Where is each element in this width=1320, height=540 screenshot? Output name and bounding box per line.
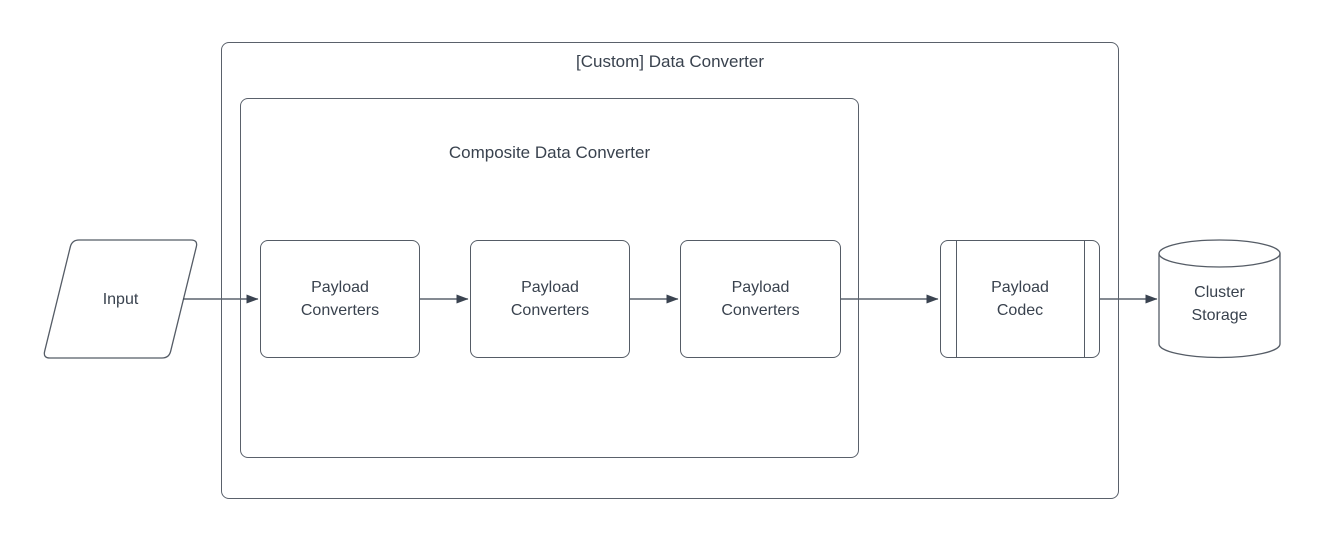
group-custom-data-converter-title: [Custom] Data Converter [575,52,764,71]
group-composite-data-converter-title: Composite Data Converter [448,143,651,162]
predefined-process-bars [956,241,1085,357]
node-payload-converters-2-label: Payload Converters [510,279,590,319]
node-payload-converters-2: Payload Converters [470,240,630,358]
node-payload-converters-1: Payload Converters [260,240,420,358]
node-payload-converters-3-label: Payload Converters [721,279,800,319]
node-payload-codec: Payload Codec [940,240,1100,358]
node-cluster-storage: Cluster Storage [1159,250,1280,358]
node-cluster-storage-label: Cluster Storage [1191,284,1248,324]
node-input: Input [50,240,191,358]
node-input-label: Input [102,290,139,308]
group-custom-data-converter [221,42,1119,499]
node-payload-converters-1-label: Payload Converters [300,279,380,319]
node-payload-converters-3: Payload Converters [680,240,841,358]
node-payload-codec-label: Payload Codec [991,279,1049,319]
group-composite-data-converter [240,98,859,458]
